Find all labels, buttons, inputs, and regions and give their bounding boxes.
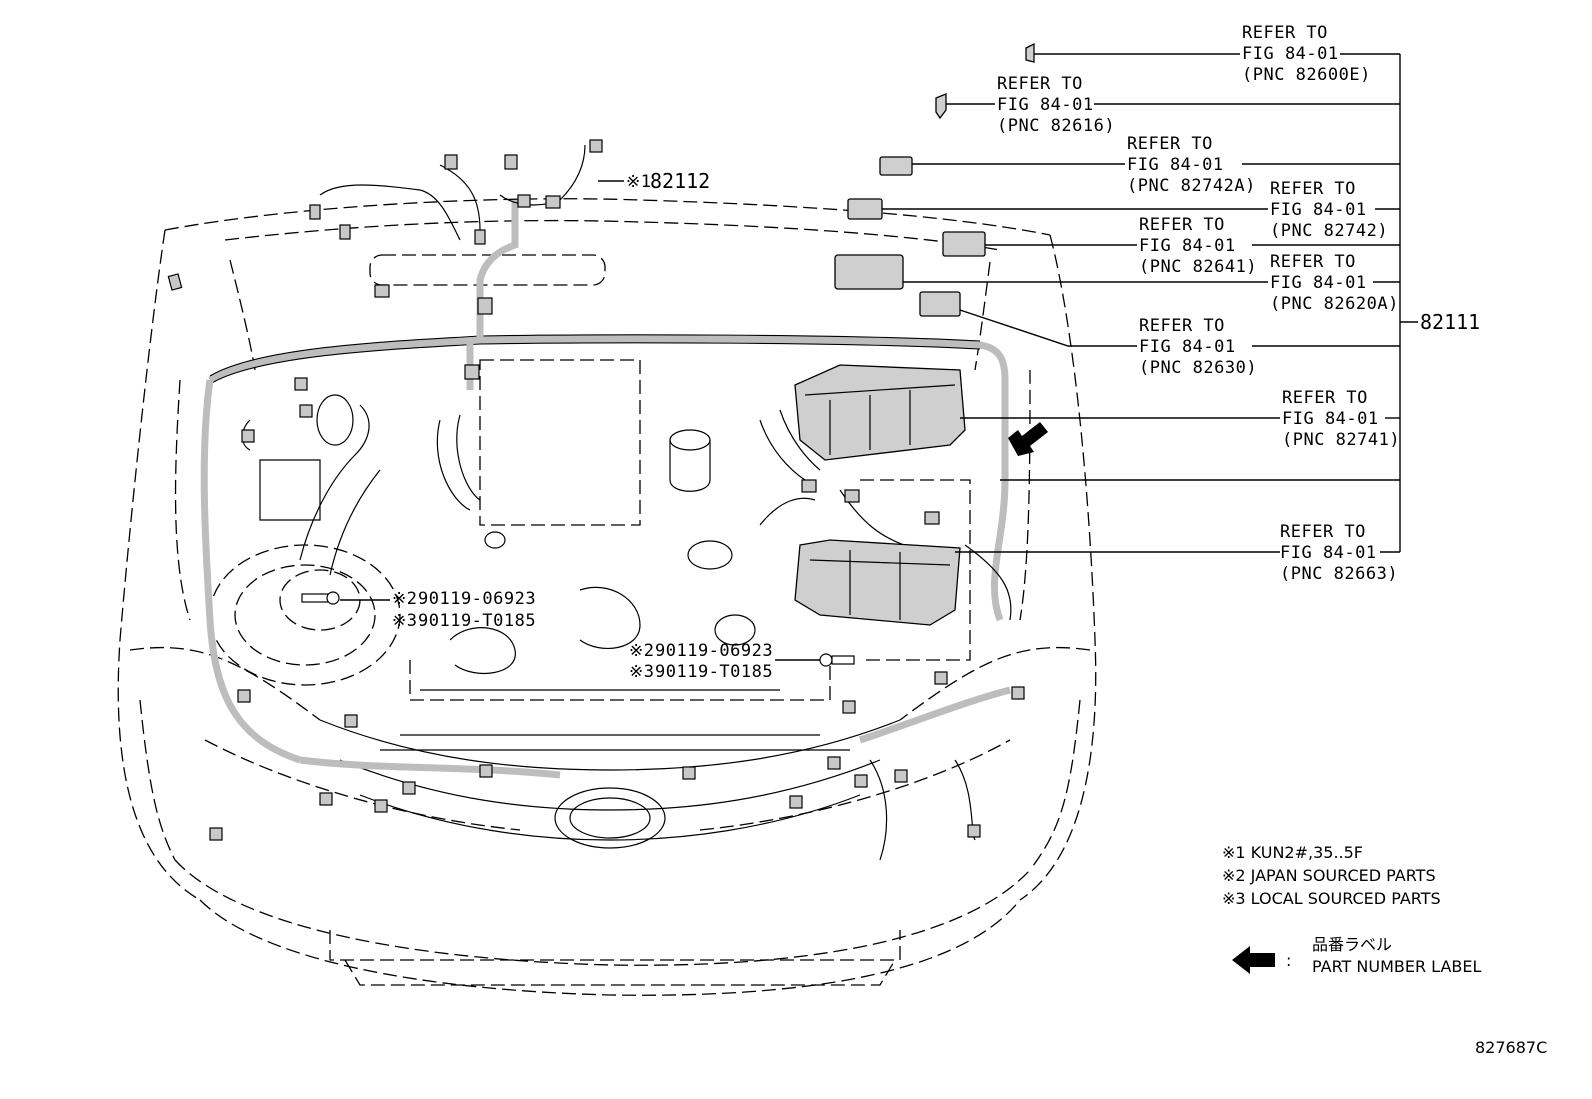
refer-line1: REFER TO [1282, 388, 1368, 408]
refer-label-82600e: REFER TO FIG 84-01 (PNC 82600E) [1242, 23, 1371, 85]
refer-line2: FIG 84-01 [1242, 44, 1339, 64]
refer-line2: FIG 84-01 [1280, 543, 1377, 563]
part-number-label-legend: : 品番ラベル PART NUMBER LABEL [1232, 935, 1481, 976]
variant-mark: ※3 [392, 611, 417, 631]
bolt-center-part-numbers: ※2 90119-06923 ※3 90119-T0185 [629, 641, 773, 682]
refer-line3: (PNC 82742) [1270, 221, 1388, 241]
variant-mark: ※1 [626, 172, 651, 192]
refer-label-82742a: REFER TO FIG 84-01 (PNC 82742A) [1127, 134, 1256, 196]
refer-line3: (PNC 82620A) [1270, 294, 1399, 314]
harness-connectors [167, 139, 1025, 841]
refer-line1: REFER TO [1270, 179, 1356, 199]
bolt-left-part-numbers: ※2 90119-06923 ※3 90119-T0185 [392, 589, 536, 631]
refer-label-82742: REFER TO FIG 84-01 (PNC 82742) [1270, 179, 1388, 241]
variant-mark: ※2 [629, 641, 654, 661]
relay-box-82741 [794, 364, 966, 461]
refer-label-82616: REFER TO FIG 84-01 (PNC 82616) [997, 74, 1115, 136]
variant-mark: ※3 [629, 662, 654, 682]
legend-label-en: PART NUMBER LABEL [1312, 957, 1481, 976]
refer-line1: REFER TO [1270, 252, 1356, 272]
refer-line2: FIG 84-01 [1139, 337, 1236, 357]
refer-line1: REFER TO [1242, 23, 1328, 43]
engine-components [209, 254, 971, 751]
refer-line3: (PNC 82641) [1139, 257, 1257, 277]
refer-line1: REFER TO [1139, 316, 1225, 336]
bolt-left-icon [301, 591, 340, 605]
refer-line1: REFER TO [1127, 134, 1213, 154]
figure-code: 827687C [1475, 1038, 1547, 1057]
refer-line1: REFER TO [997, 74, 1083, 94]
refer-line2: FIG 84-01 [997, 95, 1094, 115]
refer-label-82663: REFER TO FIG 84-01 (PNC 82663) [1280, 522, 1398, 584]
refer-label-82741: REFER TO FIG 84-01 (PNC 82741) [1282, 388, 1400, 450]
wire-harness [200, 144, 1012, 861]
fuse-block-82663 [794, 539, 961, 626]
part-number: 90119-06923 [418, 589, 536, 609]
refer-label-82641: REFER TO FIG 84-01 (PNC 82641) [1139, 215, 1257, 277]
refer-line3: (PNC 82600E) [1242, 65, 1371, 85]
part-number: 90119-T0185 [655, 662, 773, 682]
refer-line2: FIG 84-01 [1270, 273, 1367, 293]
refer-label-82630: REFER TO FIG 84-01 (PNC 82630) [1139, 316, 1257, 378]
footnotes: ※1 KUN2#,35..5F ※2 JAPAN SOURCED PARTS ※… [1222, 843, 1441, 908]
refer-line2: FIG 84-01 [1127, 155, 1224, 175]
refer-line2: FIG 84-01 [1139, 236, 1236, 256]
refer-line3: (PNC 82663) [1280, 564, 1398, 584]
variant-mark: ※2 [392, 589, 417, 609]
refer-line3: (PNC 82616) [997, 116, 1115, 136]
refer-line2: FIG 84-01 [1282, 409, 1379, 429]
leader-lines [340, 53, 1418, 661]
refer-line2: FIG 84-01 [1270, 200, 1367, 220]
refer-line1: REFER TO [1139, 215, 1225, 235]
refer-line3: (PNC 82741) [1282, 430, 1400, 450]
part-number-label-arrow-icon [1008, 422, 1048, 456]
part-number: 90119-T0185 [418, 611, 536, 631]
part-number: 82112 [650, 169, 710, 193]
part-number-82111: 82111 [1420, 310, 1480, 334]
footnote: ※2 JAPAN SOURCED PARTS [1222, 866, 1436, 885]
part-number-82112: ※1 82112 [626, 169, 710, 193]
legend-label-jp: 品番ラベル [1312, 935, 1392, 954]
part-number: 90119-06923 [655, 641, 773, 661]
footnote: ※1 KUN2#,35..5F [1222, 843, 1363, 862]
refer-line3: (PNC 82742A) [1127, 176, 1256, 196]
refer-label-82620a: REFER TO FIG 84-01 (PNC 82620A) [1270, 252, 1399, 314]
referenced-small-parts [834, 42, 1035, 317]
bolt-center-icon [819, 653, 855, 667]
refer-line3: (PNC 82630) [1139, 358, 1257, 378]
legend-arrow-icon [1232, 946, 1275, 974]
legend-colon: : [1286, 951, 1291, 970]
refer-line1: REFER TO [1280, 522, 1366, 542]
vehicle-body-outline [117, 198, 1097, 996]
footnote: ※3 LOCAL SOURCED PARTS [1222, 889, 1441, 908]
